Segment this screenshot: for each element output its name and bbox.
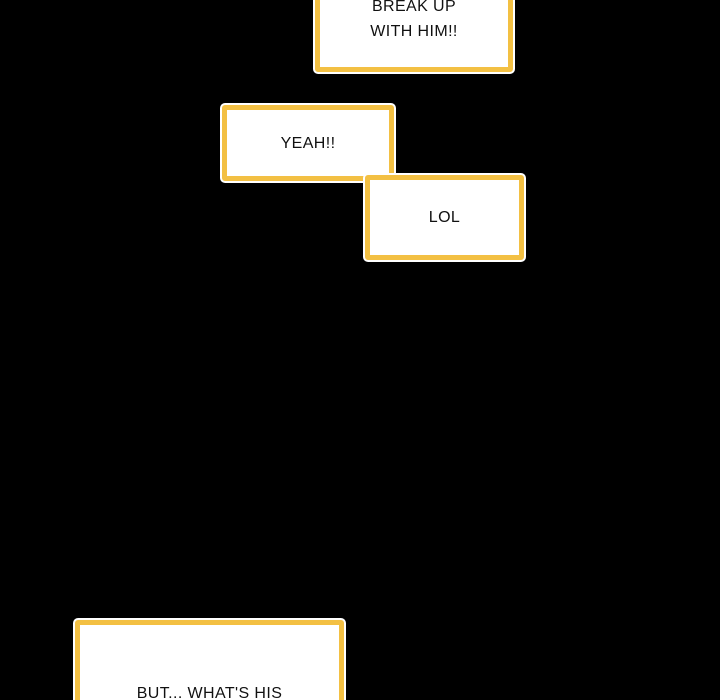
speech-bubble-text: BUT... WHAT'S HIS (136, 685, 283, 700)
speech-bubble-break-up: BREAK UP WITH HIM!! (315, 0, 513, 72)
speech-bubble-but-whats-his: BUT... WHAT'S HIS (75, 620, 344, 700)
speech-bubble-lol: LOL (365, 175, 524, 260)
speech-bubble-yeah: YEAH!! (222, 105, 394, 181)
speech-bubble-text: YEAH!! (280, 134, 336, 152)
speech-bubble-text: BREAK UP (371, 0, 457, 15)
speech-bubble-text: WITH HIM!! (370, 23, 458, 40)
speech-bubble-text: LOL (428, 209, 461, 226)
